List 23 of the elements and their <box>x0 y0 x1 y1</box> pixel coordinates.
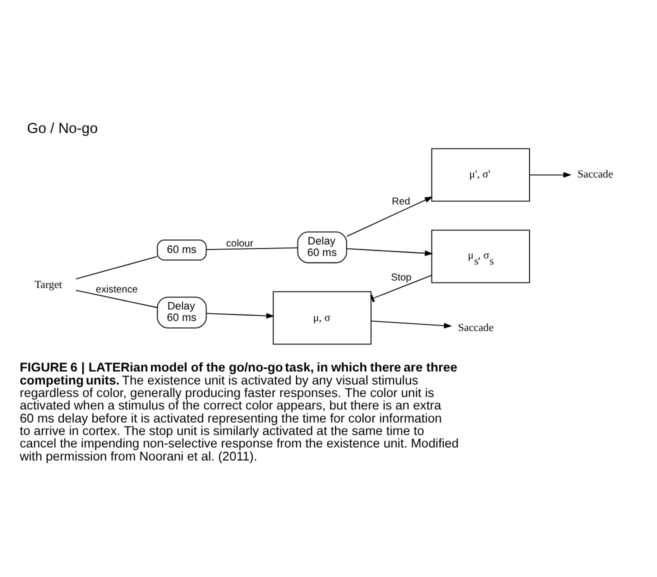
arrow <box>206 312 274 318</box>
node-box: μ, σ <box>272 290 372 344</box>
connector <box>75 289 158 308</box>
arrow <box>346 196 433 236</box>
edge-label: existence <box>96 284 138 295</box>
node-text: Saccade <box>578 168 614 180</box>
edge-label: colour <box>226 238 254 249</box>
edge-label: Red <box>392 196 410 208</box>
node-box: Delay 60 ms <box>156 296 207 328</box>
node-text: Target <box>34 278 62 291</box>
diagram-title: Go / No-go <box>26 120 98 137</box>
connector <box>370 274 432 302</box>
connector <box>75 256 158 279</box>
arrow <box>346 248 434 256</box>
node-text: Saccade <box>458 321 494 334</box>
edge-label: Stop <box>390 272 412 284</box>
caption: FIGURE 6 | LATERian model of the go/no-go task, in which there are three competing units. The existence unit is activated by any visual stimulus regardless of color, generally producing faster responses. The color unit is activated when a stimulus of the correct color appears, but there is an extra 60 ms delay before it is activated representing the time for color information to arrive in cortex. The stop unit is similarly activated at the same time to cancel the impending non-selective response from the existence unit. Modified with permission from Noorani et al. (2011). <box>20 360 459 463</box>
node-box: 60 ms <box>156 239 207 260</box>
node-box: Delay 60 ms <box>297 231 348 263</box>
connector <box>206 246 298 250</box>
arrow <box>529 172 572 178</box>
node-box: μ', σ' <box>431 148 530 202</box>
arrow <box>370 320 452 328</box>
